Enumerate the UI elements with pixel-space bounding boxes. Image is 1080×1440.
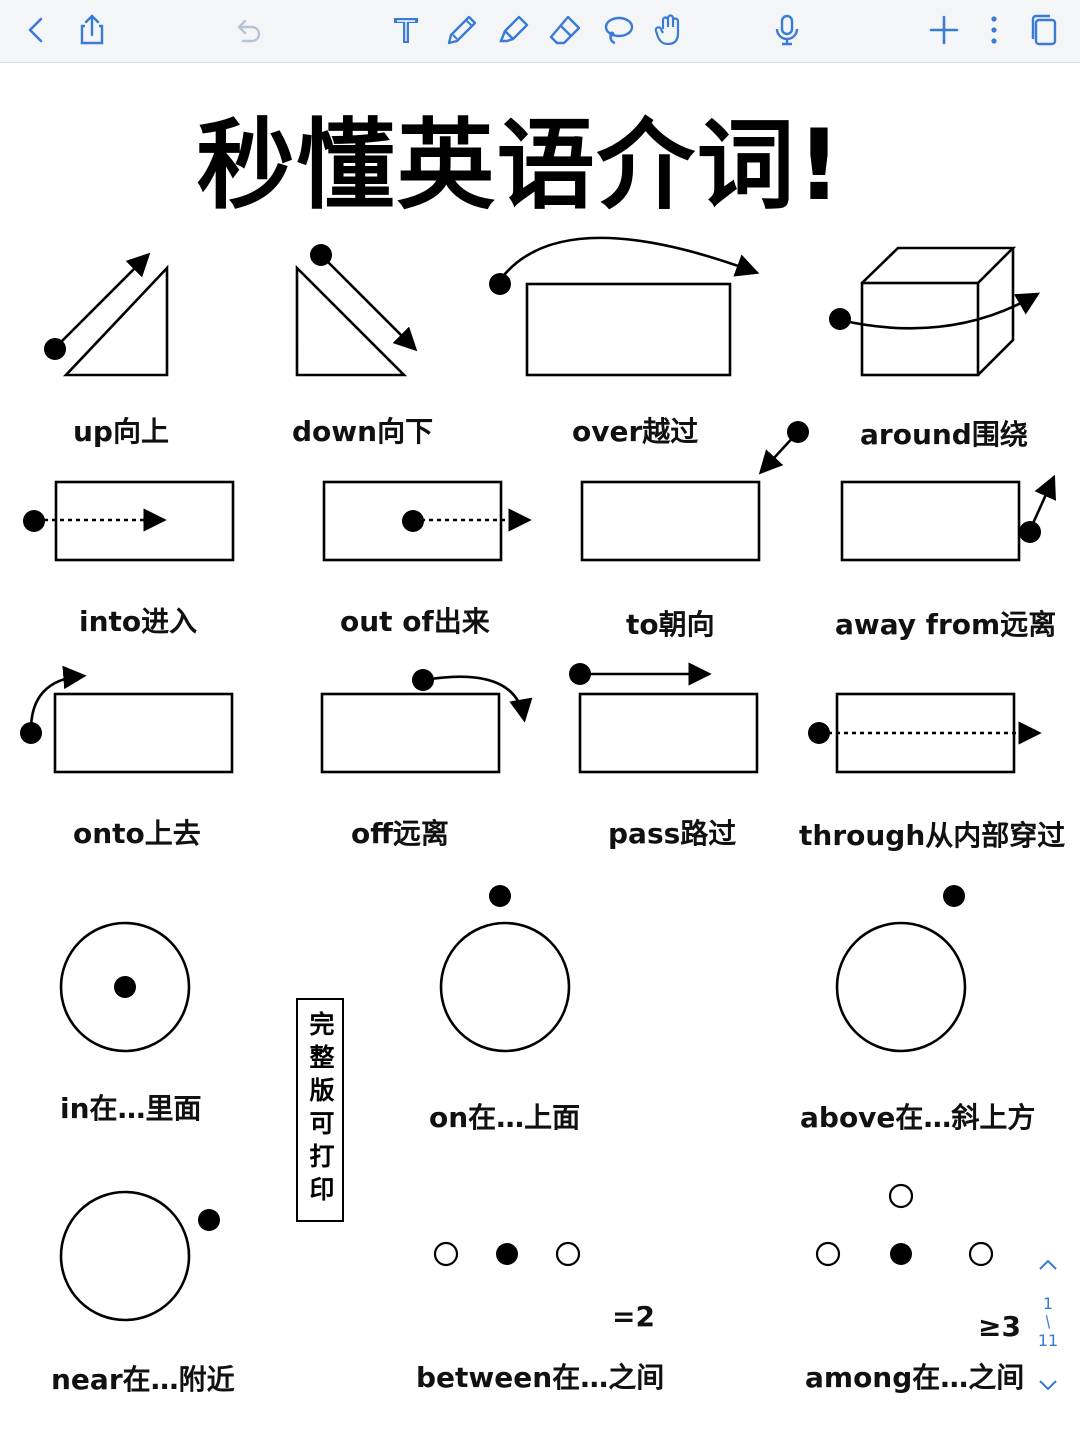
- label-above: above在…斜上方: [800, 1101, 1036, 1134]
- highlighter-icon[interactable]: [492, 8, 536, 52]
- total-pages: 11: [1037, 1331, 1059, 1350]
- printable-badge: 完整版可打印: [296, 998, 344, 1222]
- to-diagram: [580, 421, 809, 562]
- label-between: between在…之间: [416, 1361, 665, 1394]
- more-icon[interactable]: [972, 8, 1016, 52]
- over-diagram: [489, 236, 760, 377]
- microphone-icon[interactable]: [765, 8, 809, 52]
- eraser-icon[interactable]: [543, 8, 587, 52]
- label-into: into进入: [79, 605, 198, 638]
- share-icon[interactable]: [70, 8, 114, 52]
- among-diagram: [815, 1183, 994, 1267]
- toolbar: [0, 0, 1080, 63]
- label-off: off远离: [351, 817, 449, 850]
- label-up: up向上: [73, 415, 169, 448]
- above-diagram: [835, 885, 967, 1053]
- label-in: in在…里面: [60, 1092, 202, 1125]
- undo-icon[interactable]: [226, 8, 270, 52]
- back-icon[interactable]: [14, 8, 58, 52]
- pen-tool-icon[interactable]: [440, 8, 484, 52]
- label-around: around围绕: [860, 418, 1028, 451]
- through-diagram: [808, 692, 1042, 774]
- on-diagram: [439, 885, 571, 1053]
- label-through: through从内部穿过: [799, 819, 1066, 852]
- lasso-icon[interactable]: [596, 8, 640, 52]
- page-title: 秒懂英语介词!: [196, 109, 844, 223]
- add-icon[interactable]: [922, 8, 966, 52]
- up-diagram: [44, 252, 169, 377]
- hand-tool-icon[interactable]: [647, 8, 691, 52]
- between-diagram: [433, 1241, 581, 1267]
- between-count: =2: [612, 1300, 655, 1333]
- label-on: on在…上面: [429, 1101, 581, 1134]
- down-diagram: [295, 244, 418, 377]
- label-near: near在…附近: [51, 1363, 235, 1396]
- onto-diagram: [20, 665, 234, 774]
- pass-diagram: [569, 662, 759, 774]
- label-pass: pass路过: [608, 817, 737, 850]
- label-away-from: away from远离: [835, 608, 1057, 641]
- text-tool-icon[interactable]: [384, 8, 428, 52]
- into-diagram: [23, 480, 235, 562]
- label-among: among在…之间: [805, 1361, 1025, 1394]
- page-down-icon[interactable]: [1030, 1370, 1066, 1400]
- label-out-of: out of出来: [340, 605, 490, 638]
- away-from-diagram: [840, 474, 1056, 562]
- off-diagram: [320, 669, 533, 774]
- label-over: over越过: [572, 415, 699, 448]
- page-up-icon[interactable]: [1030, 1250, 1066, 1280]
- label-onto: onto上去: [73, 817, 201, 850]
- in-diagram: [59, 921, 191, 1053]
- printable-badge-text: 完整版可打印: [306, 1011, 335, 1209]
- page-navigator: 1 / 11: [1030, 1250, 1066, 1410]
- label-to: to朝向: [626, 608, 715, 641]
- out-of-diagram: [322, 480, 532, 562]
- note-page[interactable]: [0, 63, 1080, 1440]
- pages-icon[interactable]: [1022, 8, 1066, 52]
- around-diagram: [829, 246, 1041, 377]
- among-count: ≥3: [978, 1310, 1021, 1343]
- label-down: down向下: [292, 415, 434, 448]
- near-diagram: [59, 1190, 220, 1322]
- current-page: 1: [1042, 1294, 1054, 1313]
